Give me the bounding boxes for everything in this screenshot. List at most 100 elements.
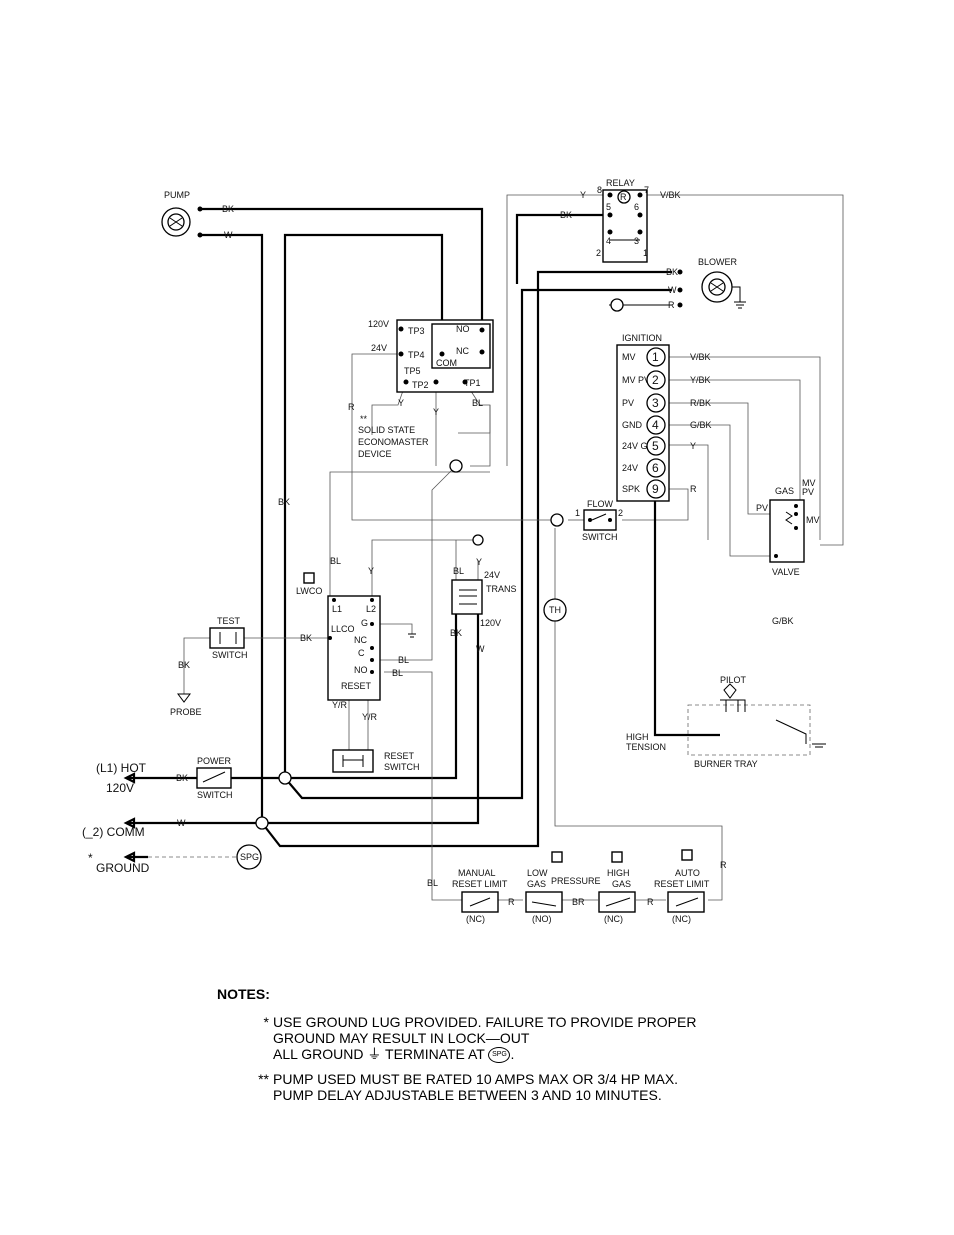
note-line: GROUND MAY RESULT IN LOCK—OUT xyxy=(273,1030,530,1046)
svg-text:TRANS: TRANS xyxy=(486,584,517,594)
thermostat: TH xyxy=(543,598,567,622)
svg-text:SWITCH: SWITCH xyxy=(582,532,618,542)
ignition-wire-label: R xyxy=(690,484,697,494)
svg-text:BK: BK xyxy=(278,497,290,507)
ignition-wire-label: R/BK xyxy=(690,398,711,408)
svg-text:W: W xyxy=(224,230,233,240)
svg-text:120V: 120V xyxy=(480,618,501,628)
ignition-terminal xyxy=(646,479,666,499)
svg-text:24V: 24V xyxy=(371,343,387,353)
note-marker: ** xyxy=(258,1071,269,1088)
svg-text:24V: 24V xyxy=(484,570,500,580)
note-line: ALL GROUND ⏚ TERMINATE AT SPG. xyxy=(273,1046,515,1064)
svg-text:DEVICE: DEVICE xyxy=(358,449,392,459)
svg-text:7: 7 xyxy=(644,185,649,195)
lwco: LWCO L1 L2 LLCO G NC C NO RESET BL Y BK … xyxy=(296,556,416,722)
svg-text:W: W xyxy=(476,644,485,654)
svg-text:4: 4 xyxy=(606,236,611,246)
power-supply: POWER SWITCH (L1) HOT 120V (_2) COMM * G… xyxy=(82,497,292,875)
ignition-terminal xyxy=(646,347,666,367)
svg-text:*: * xyxy=(88,851,93,865)
svg-text:VALVE: VALVE xyxy=(772,567,800,577)
svg-text:3: 3 xyxy=(634,236,639,246)
pump: PUMP BK W xyxy=(161,190,234,240)
svg-text:5: 5 xyxy=(606,202,611,212)
svg-text:(_2) COMM: (_2) COMM xyxy=(82,825,145,839)
svg-text:1: 1 xyxy=(643,248,648,258)
svg-text:TP1: TP1 xyxy=(464,378,481,388)
svg-text:(NC): (NC) xyxy=(672,914,691,924)
svg-text:PILOT: PILOT xyxy=(720,675,747,685)
svg-text:BL: BL xyxy=(472,398,483,408)
svg-text:(NO): (NO) xyxy=(532,914,552,924)
svg-text:W: W xyxy=(177,818,186,828)
ignition-terminal xyxy=(646,370,666,390)
svg-text:RESET LIMIT: RESET LIMIT xyxy=(654,879,710,889)
ignition-terminal-number: 9 xyxy=(652,482,659,496)
svg-text:COM: COM xyxy=(436,358,457,368)
ignition-label: IGNITION xyxy=(622,333,662,343)
ignition-wire-label: V/BK xyxy=(690,352,711,362)
flow-switch: FLOW 1 2 SWITCH xyxy=(550,499,623,542)
ignition-terminal-label: MV PV xyxy=(622,375,650,385)
reset-switch: RESET SWITCH xyxy=(332,749,420,773)
svg-text:Y/R: Y/R xyxy=(332,700,348,710)
svg-text:Y: Y xyxy=(476,557,482,567)
svg-text:L2: L2 xyxy=(366,604,376,614)
svg-text:BK: BK xyxy=(560,210,572,220)
svg-text:R: R xyxy=(348,402,355,412)
svg-text:V/BK: V/BK xyxy=(660,190,681,200)
svg-text:Y: Y xyxy=(368,566,374,576)
svg-text:LOW: LOW xyxy=(527,868,548,878)
svg-text:MV: MV xyxy=(802,478,816,488)
svg-text:2: 2 xyxy=(618,508,623,518)
ignition-terminal-label: PV xyxy=(622,398,634,408)
blower-label: BLOWER xyxy=(698,257,738,267)
svg-text:R: R xyxy=(647,897,654,907)
pilot-burner: PILOT HIGH TENSION BURNER TRAY xyxy=(626,675,826,769)
svg-text:8: 8 xyxy=(597,185,602,195)
ignition-terminal-label: SPK xyxy=(622,484,640,494)
svg-text:BURNER TRAY: BURNER TRAY xyxy=(694,759,758,769)
svg-text:RESET LIMIT: RESET LIMIT xyxy=(452,879,508,889)
pump-label: PUMP xyxy=(164,190,190,200)
svg-text:HIGH: HIGH xyxy=(607,868,630,878)
note-line: PUMP DELAY ADJUSTABLE BETWEEN 3 AND 10 M… xyxy=(273,1087,662,1104)
svg-text:TP5: TP5 xyxy=(404,366,421,376)
svg-text:BL: BL xyxy=(427,878,438,888)
ignition-terminal-label: GND xyxy=(622,420,643,430)
note-item-pump: ** PUMP USED MUST BE RATED 10 AMPS MAX O… xyxy=(217,1071,777,1103)
svg-text:120V: 120V xyxy=(368,319,389,329)
svg-text:R: R xyxy=(668,300,675,310)
svg-text:Y/R: Y/R xyxy=(362,712,378,722)
spg-icon: SPG xyxy=(488,1047,511,1064)
notes-heading: NOTES: xyxy=(217,986,270,1002)
svg-text:LLCO: LLCO xyxy=(331,624,355,634)
svg-text:PV: PV xyxy=(802,487,814,497)
svg-text:GAS: GAS xyxy=(527,879,546,889)
svg-text:NO: NO xyxy=(456,324,470,334)
svg-text:GAS: GAS xyxy=(612,879,631,889)
svg-text:RESET: RESET xyxy=(341,681,372,691)
svg-text:NC: NC xyxy=(354,635,367,645)
svg-text:(NC): (NC) xyxy=(604,914,623,924)
svg-text:G: G xyxy=(361,618,368,628)
econ-device: 120V TP3 24V TP4 TP5 TP2 TP1 NO NC COM R… xyxy=(348,319,494,546)
svg-text:TENSION: TENSION xyxy=(626,742,666,752)
svg-text:AUTO: AUTO xyxy=(675,868,700,878)
svg-text:R: R xyxy=(620,192,627,202)
svg-text:L1: L1 xyxy=(332,604,342,614)
svg-text:Y: Y xyxy=(398,398,404,408)
svg-text:W: W xyxy=(668,285,677,295)
ignition-terminal-number: 1 xyxy=(652,350,659,364)
svg-text:R: R xyxy=(508,897,515,907)
svg-text:C: C xyxy=(358,648,365,658)
ignition-wire-label: Y xyxy=(690,441,696,451)
ignition-terminal xyxy=(646,458,666,478)
svg-text:SOLID STATE: SOLID STATE xyxy=(358,425,415,435)
wires xyxy=(148,194,844,901)
ignition-terminal-number: 6 xyxy=(652,461,659,475)
note-item-ground: * USE GROUND LUG PROVIDED. FAILURE TO PR… xyxy=(217,1014,777,1064)
svg-text:Y: Y xyxy=(433,407,439,417)
